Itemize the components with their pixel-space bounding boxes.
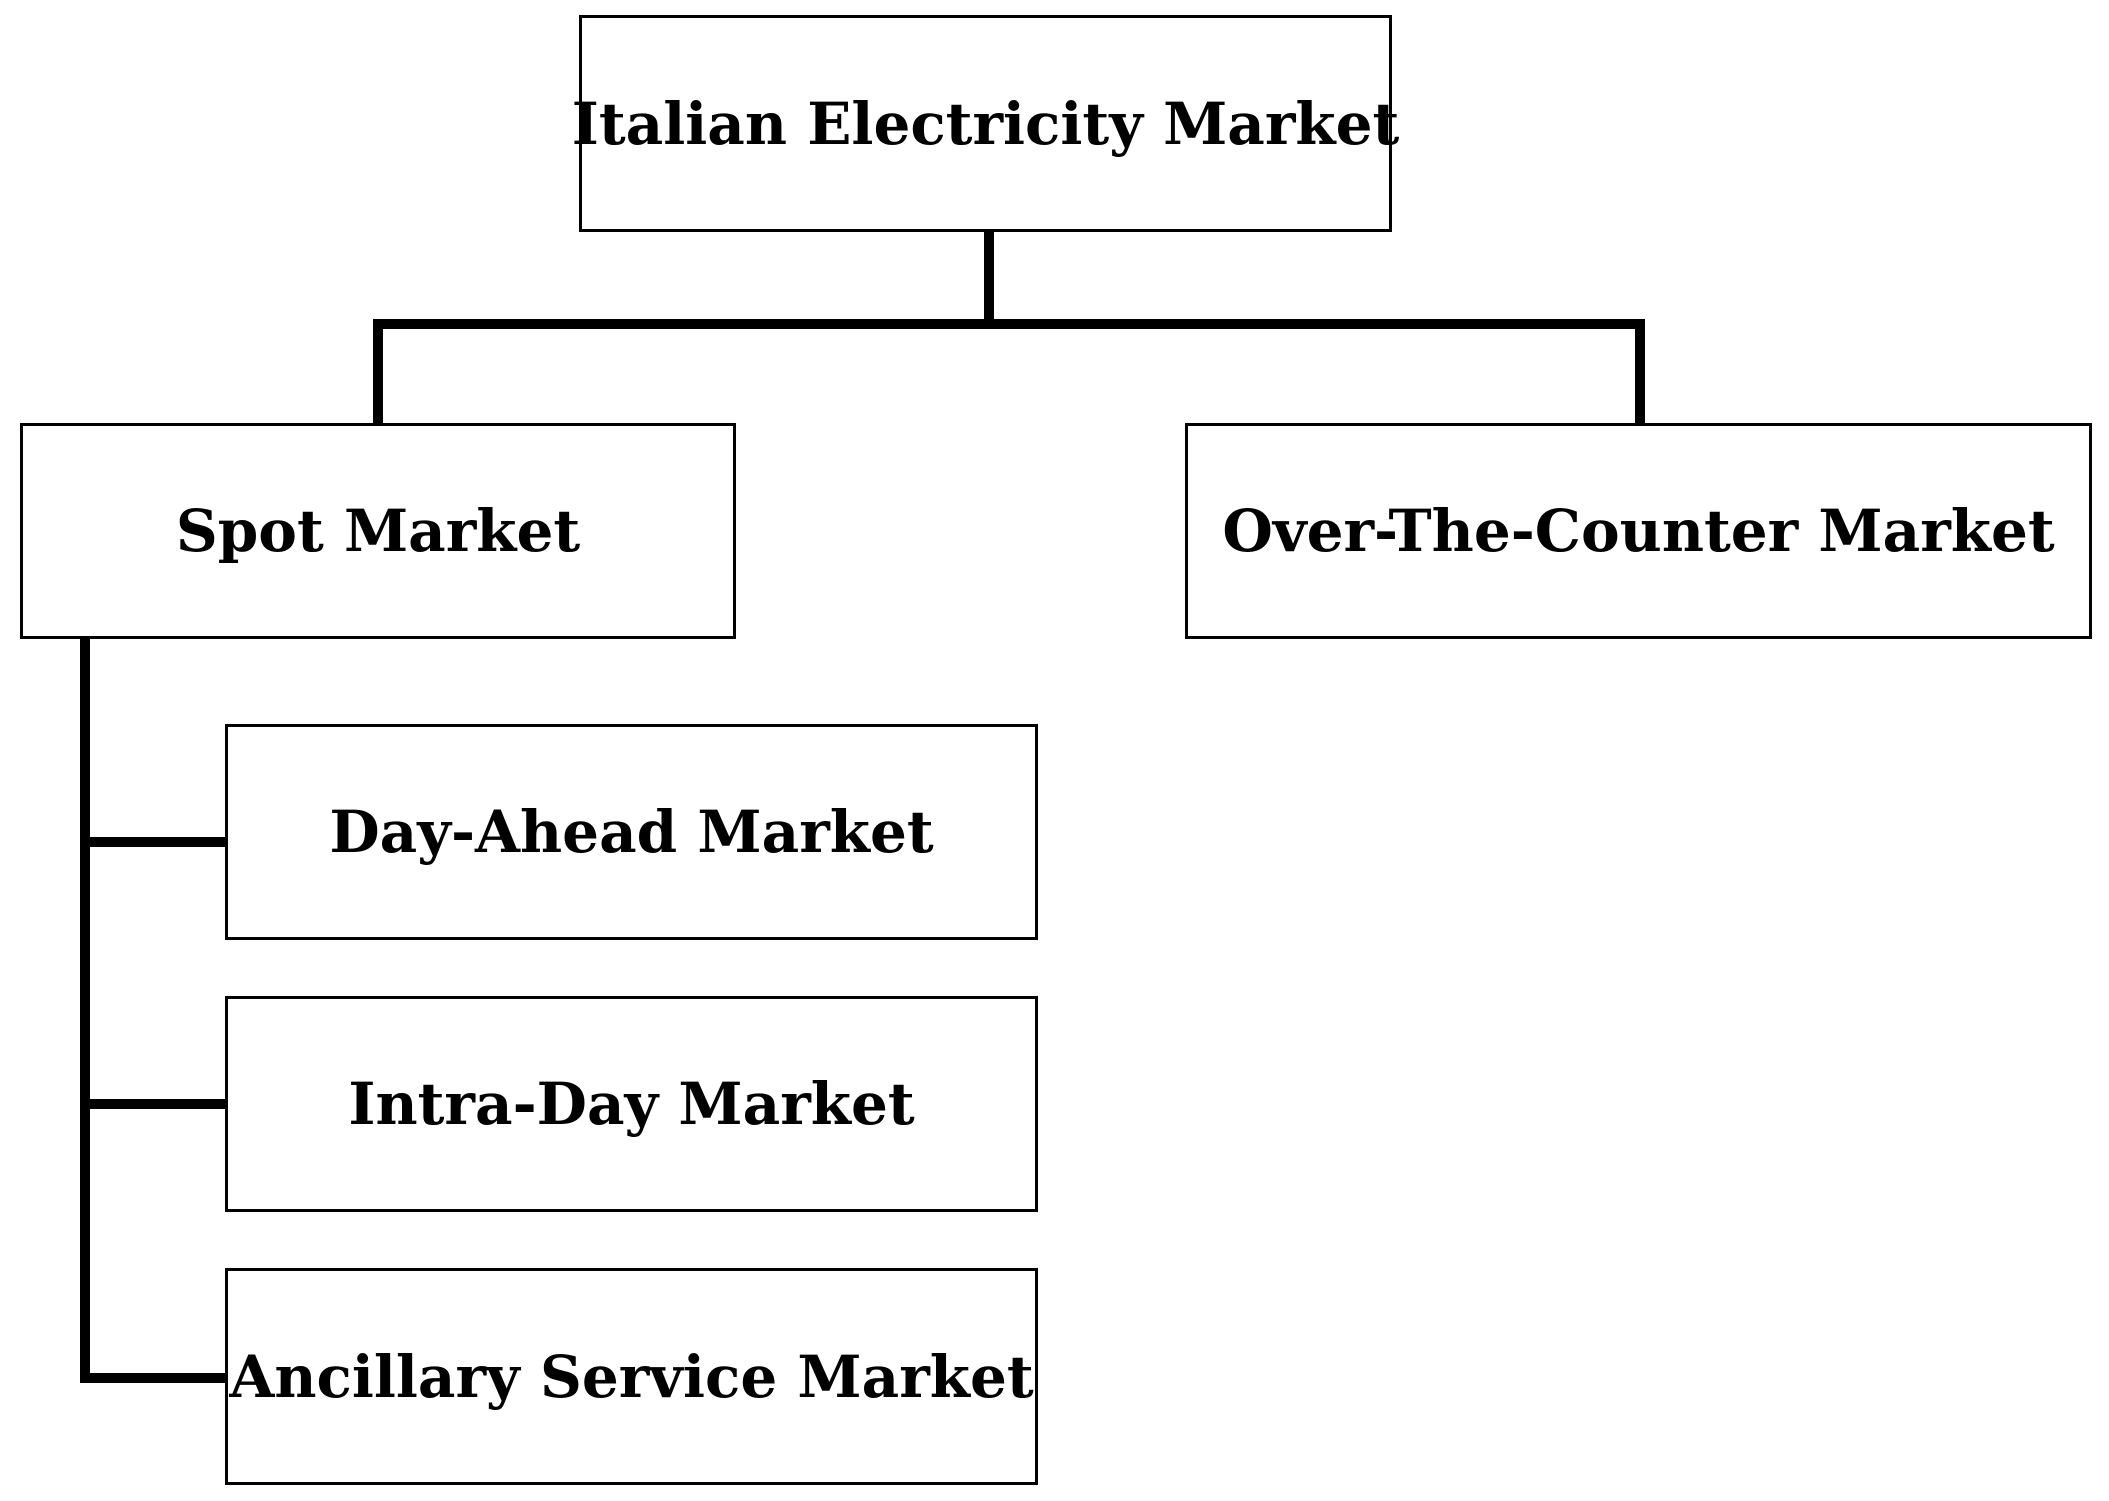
node-label: Day-Ahead Market [329, 798, 934, 866]
node-label: Italian Electricity Market [571, 89, 1400, 158]
node-label: Spot Market [175, 497, 581, 565]
node-over-the-counter-market: Over-The-Counter Market [1185, 423, 2092, 639]
node-spot-market: Spot Market [20, 423, 736, 639]
node-ancillary-service-market: Ancillary Service Market [225, 1268, 1038, 1485]
node-label: Ancillary Service Market [229, 1342, 1034, 1411]
node-label: Over-The-Counter Market [1222, 497, 2055, 565]
node-day-ahead-market: Day-Ahead Market [225, 724, 1038, 940]
node-label: Intra-Day Market [348, 1070, 915, 1138]
node-italian-electricity-market: Italian Electricity Market [572, 15, 1399, 232]
node-intra-day-market: Intra-Day Market [225, 996, 1038, 1212]
